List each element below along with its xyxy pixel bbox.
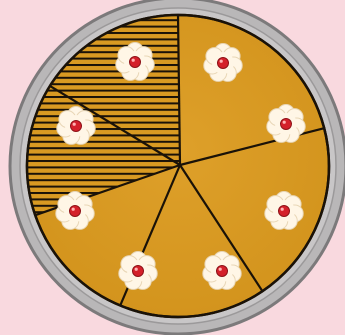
cake-svg [0,0,345,335]
cake-fraction-illustration [0,0,345,335]
